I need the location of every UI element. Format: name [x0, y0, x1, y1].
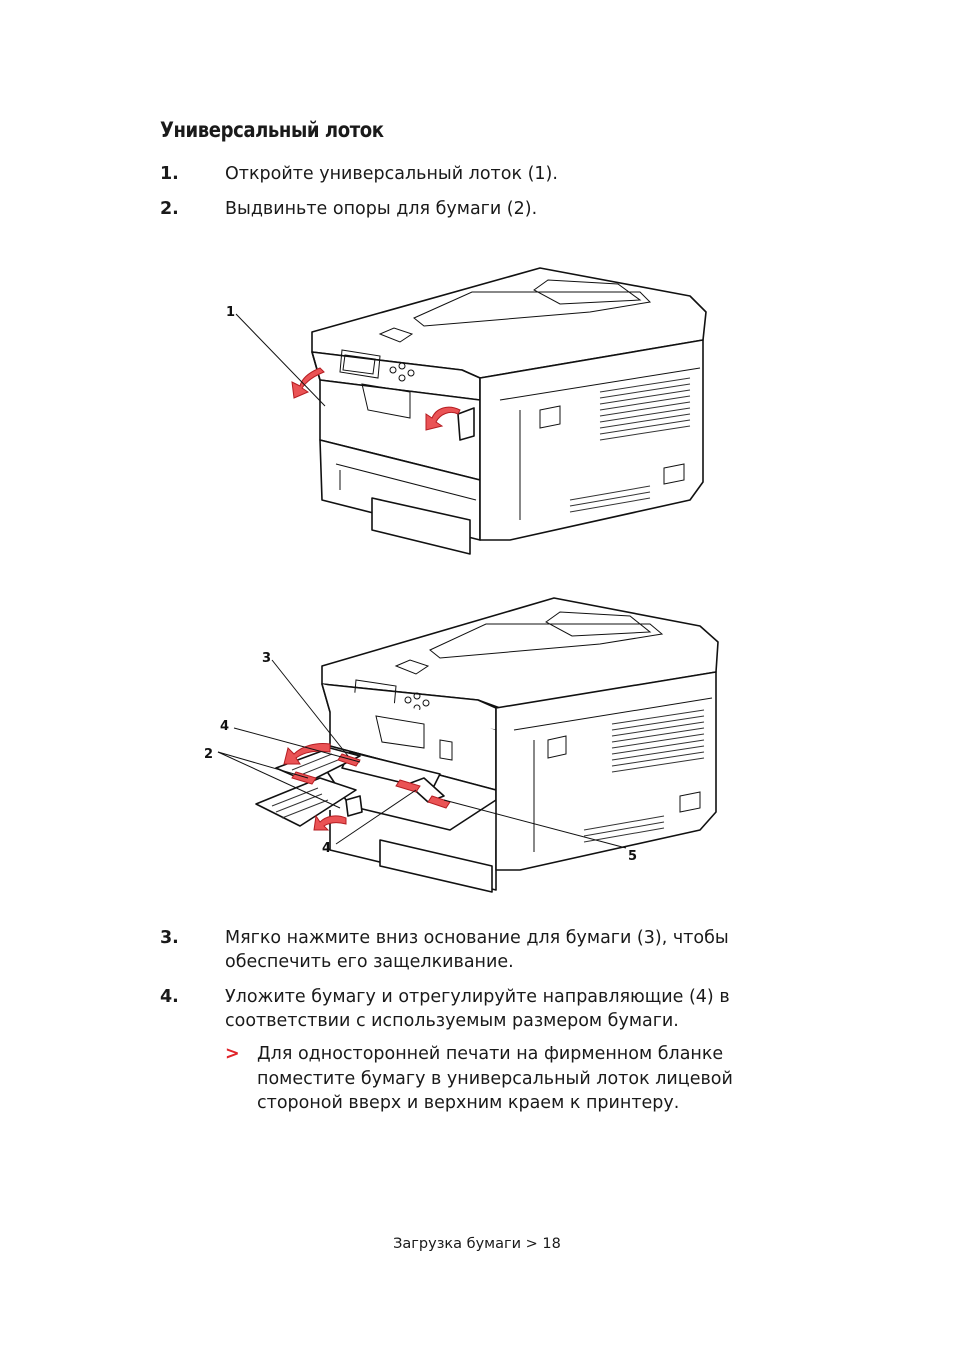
printer-figure-2: 3 4 2 4 5	[204, 597, 719, 893]
panel-button	[422, 699, 430, 707]
panel-button	[389, 366, 397, 374]
callout-leader	[235, 313, 326, 407]
cassette-line	[335, 463, 477, 501]
panel-button	[413, 692, 421, 700]
side-edge	[499, 367, 701, 401]
front-latch	[439, 739, 453, 761]
callout-label-2: 2	[204, 747, 213, 762]
lower-tray	[379, 839, 493, 893]
guide-arrow-icon	[395, 779, 421, 793]
paper-stopper	[533, 279, 642, 305]
open-arrow-icon	[291, 367, 325, 399]
paper-guide	[345, 795, 363, 817]
top-cover-handle	[378, 327, 414, 343]
callout-leader	[217, 751, 341, 809]
side-connector	[679, 791, 701, 813]
output-tray	[429, 623, 664, 659]
mp-tray-latch	[457, 407, 475, 441]
callout-label-4b: 4	[322, 841, 331, 856]
callout-label-4: 4	[220, 719, 229, 734]
slide-arrow-icon	[313, 814, 347, 831]
note-text: Для односторонней печати на фирменном бл…	[257, 1044, 733, 1113]
side-connector	[663, 463, 685, 485]
output-tray	[413, 291, 652, 327]
callout-label-5: 5	[628, 849, 637, 864]
note-arrow-icon: >	[225, 1044, 240, 1064]
callout-label-1: 1	[226, 305, 235, 320]
side-latch	[539, 405, 561, 429]
paper-guide	[407, 777, 445, 803]
lcd-screen	[342, 354, 376, 375]
printer-side-panel	[495, 671, 717, 871]
paper-support-extension	[255, 777, 357, 827]
step-text: Выдвиньте опоры для бумаги (2).	[225, 199, 538, 219]
front-handle-recess	[375, 715, 425, 749]
panel-button	[407, 369, 415, 377]
callout-leader	[443, 799, 627, 849]
step-number: 4.	[160, 987, 179, 1007]
step-number: 1.	[160, 164, 179, 184]
step-text: Откройте универсальный лоток (1).	[225, 164, 558, 184]
paper-sheet-lines	[291, 753, 339, 777]
top-cover-handle	[394, 659, 430, 675]
page-footer: Загрузка бумаги > 18	[393, 1236, 561, 1252]
front-handle-recess	[361, 383, 411, 419]
panel-button	[404, 696, 412, 704]
callout-leader	[335, 789, 417, 845]
paper-stopper	[545, 611, 652, 637]
step-text: Мягко нажмите вниз основание для бумаги …	[225, 928, 729, 972]
side-edge	[513, 697, 713, 731]
side-vent-lower	[569, 485, 651, 513]
panel-button	[398, 362, 406, 370]
panel-button	[398, 374, 406, 382]
printer-figure-1: 1	[226, 267, 707, 555]
side-latch	[547, 735, 567, 759]
lcd-display	[339, 349, 381, 379]
callout-leader	[217, 751, 309, 779]
step-number: 3.	[160, 928, 179, 948]
side-vent-lower	[583, 815, 665, 843]
callout-leader	[233, 727, 361, 763]
step-text: Уложите бумагу и отрегулируйте направляю…	[225, 987, 730, 1031]
section-heading: Универсальный лоток	[160, 118, 384, 142]
callout-leader	[271, 659, 349, 757]
paper-sheet-lines	[271, 787, 329, 819]
guide-arrow-icon	[337, 753, 361, 767]
callout-label-3: 3	[262, 651, 271, 666]
side-vent-grille	[599, 377, 691, 441]
lower-tray	[371, 497, 471, 555]
printer-side-panel	[479, 339, 704, 541]
side-vent-grille	[611, 709, 705, 773]
open-arrow-icon	[425, 406, 461, 431]
step-number: 2.	[160, 199, 179, 219]
